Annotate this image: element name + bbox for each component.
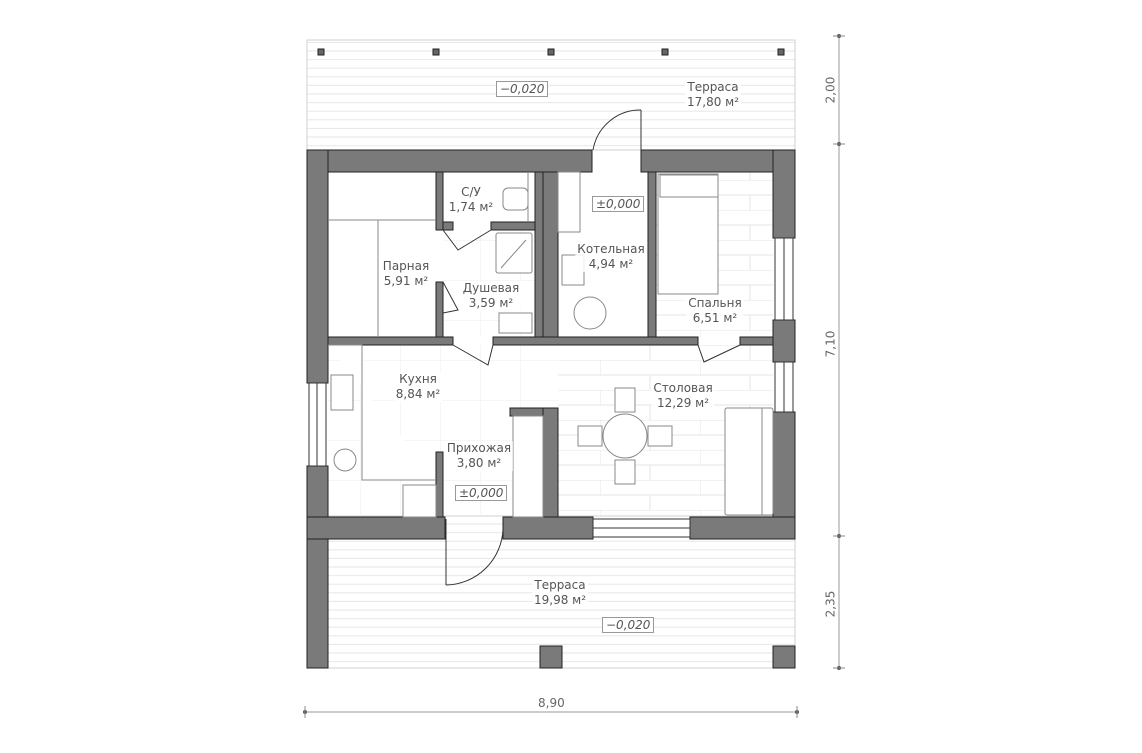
dimension-terrace-bottom-depth: 2,35 xyxy=(823,590,838,618)
level-mark-terrace-bottom: −0,020 xyxy=(602,617,655,633)
furniture xyxy=(328,171,774,518)
terrace-posts-top xyxy=(317,48,785,56)
level-mark-prikhozhaya: ±0,000 xyxy=(455,485,508,501)
parnaya-floor xyxy=(328,172,436,337)
dimension-terrace-top-depth: 2,00 xyxy=(823,76,838,104)
dimension-house-depth: 7,10 xyxy=(823,330,838,358)
level-mark-kotelnaya: ±0,000 xyxy=(592,196,645,212)
level-mark-terrace-top: −0,020 xyxy=(496,81,549,97)
doors xyxy=(442,109,741,586)
windows xyxy=(308,237,794,538)
walls xyxy=(306,149,796,669)
dimension-total-width: 8,90 xyxy=(538,696,565,710)
